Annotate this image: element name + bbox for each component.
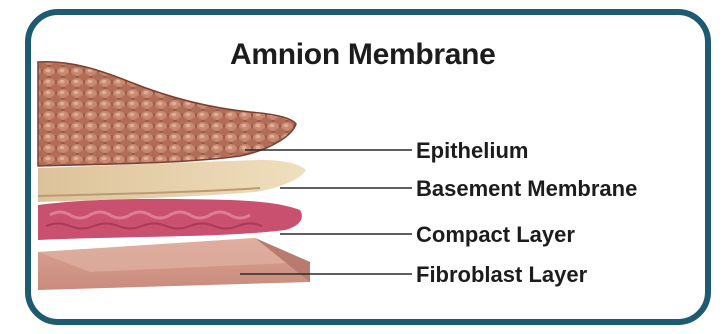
label-basement-membrane: Basement Membrane xyxy=(416,176,637,202)
label-epithelium: Epithelium xyxy=(416,138,528,164)
label-compact-layer: Compact Layer xyxy=(416,222,575,248)
label-fibroblast-layer: Fibroblast Layer xyxy=(416,262,587,288)
diagram-title: Amnion Membrane xyxy=(230,38,496,72)
